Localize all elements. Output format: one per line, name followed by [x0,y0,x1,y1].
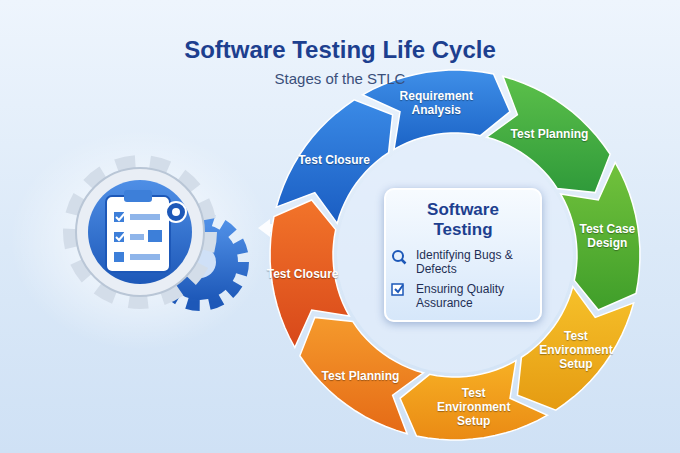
glow [10,130,270,350]
stage-label: Test Environment Setup [431,386,517,428]
title: Software Testing Life Cycle [0,36,680,64]
gear-front [74,166,206,298]
stage-name: Test Environment Setup [533,329,619,371]
stage-name: Test Environment Setup [431,386,517,428]
stage-name: Requirement Analysis [393,89,479,117]
stage-name: Test Closure [291,153,377,167]
stage-label: Requirement Analysis [393,89,479,117]
box-item: Ensuring Quality Assurance [396,282,530,310]
stage-name: Test Planning [317,369,403,383]
stage-name: Test Case Design [564,222,650,250]
clipboard-icon [106,190,186,272]
box-heading: Software Testing [396,200,530,240]
stage-label: Test Closure [260,267,346,281]
stage-label: Test Closure [291,153,377,167]
stage-name: Test Closure [260,267,346,281]
stage-label: Test Planning [507,127,593,141]
stage-label: Test Case Design [564,222,650,250]
stage-label: Test Planning [317,369,403,383]
subtitle: Stages of the STLC [0,70,680,87]
stage-label: Test Environment Setup [533,329,619,371]
stage-name: Test Planning [507,127,593,141]
cycle-ring [270,70,640,440]
ring-inner [337,137,573,373]
box-item: Identifying Bugs & Defects [396,248,530,276]
center-box: Software TestingIdentifying Bugs & Defec… [384,188,542,322]
